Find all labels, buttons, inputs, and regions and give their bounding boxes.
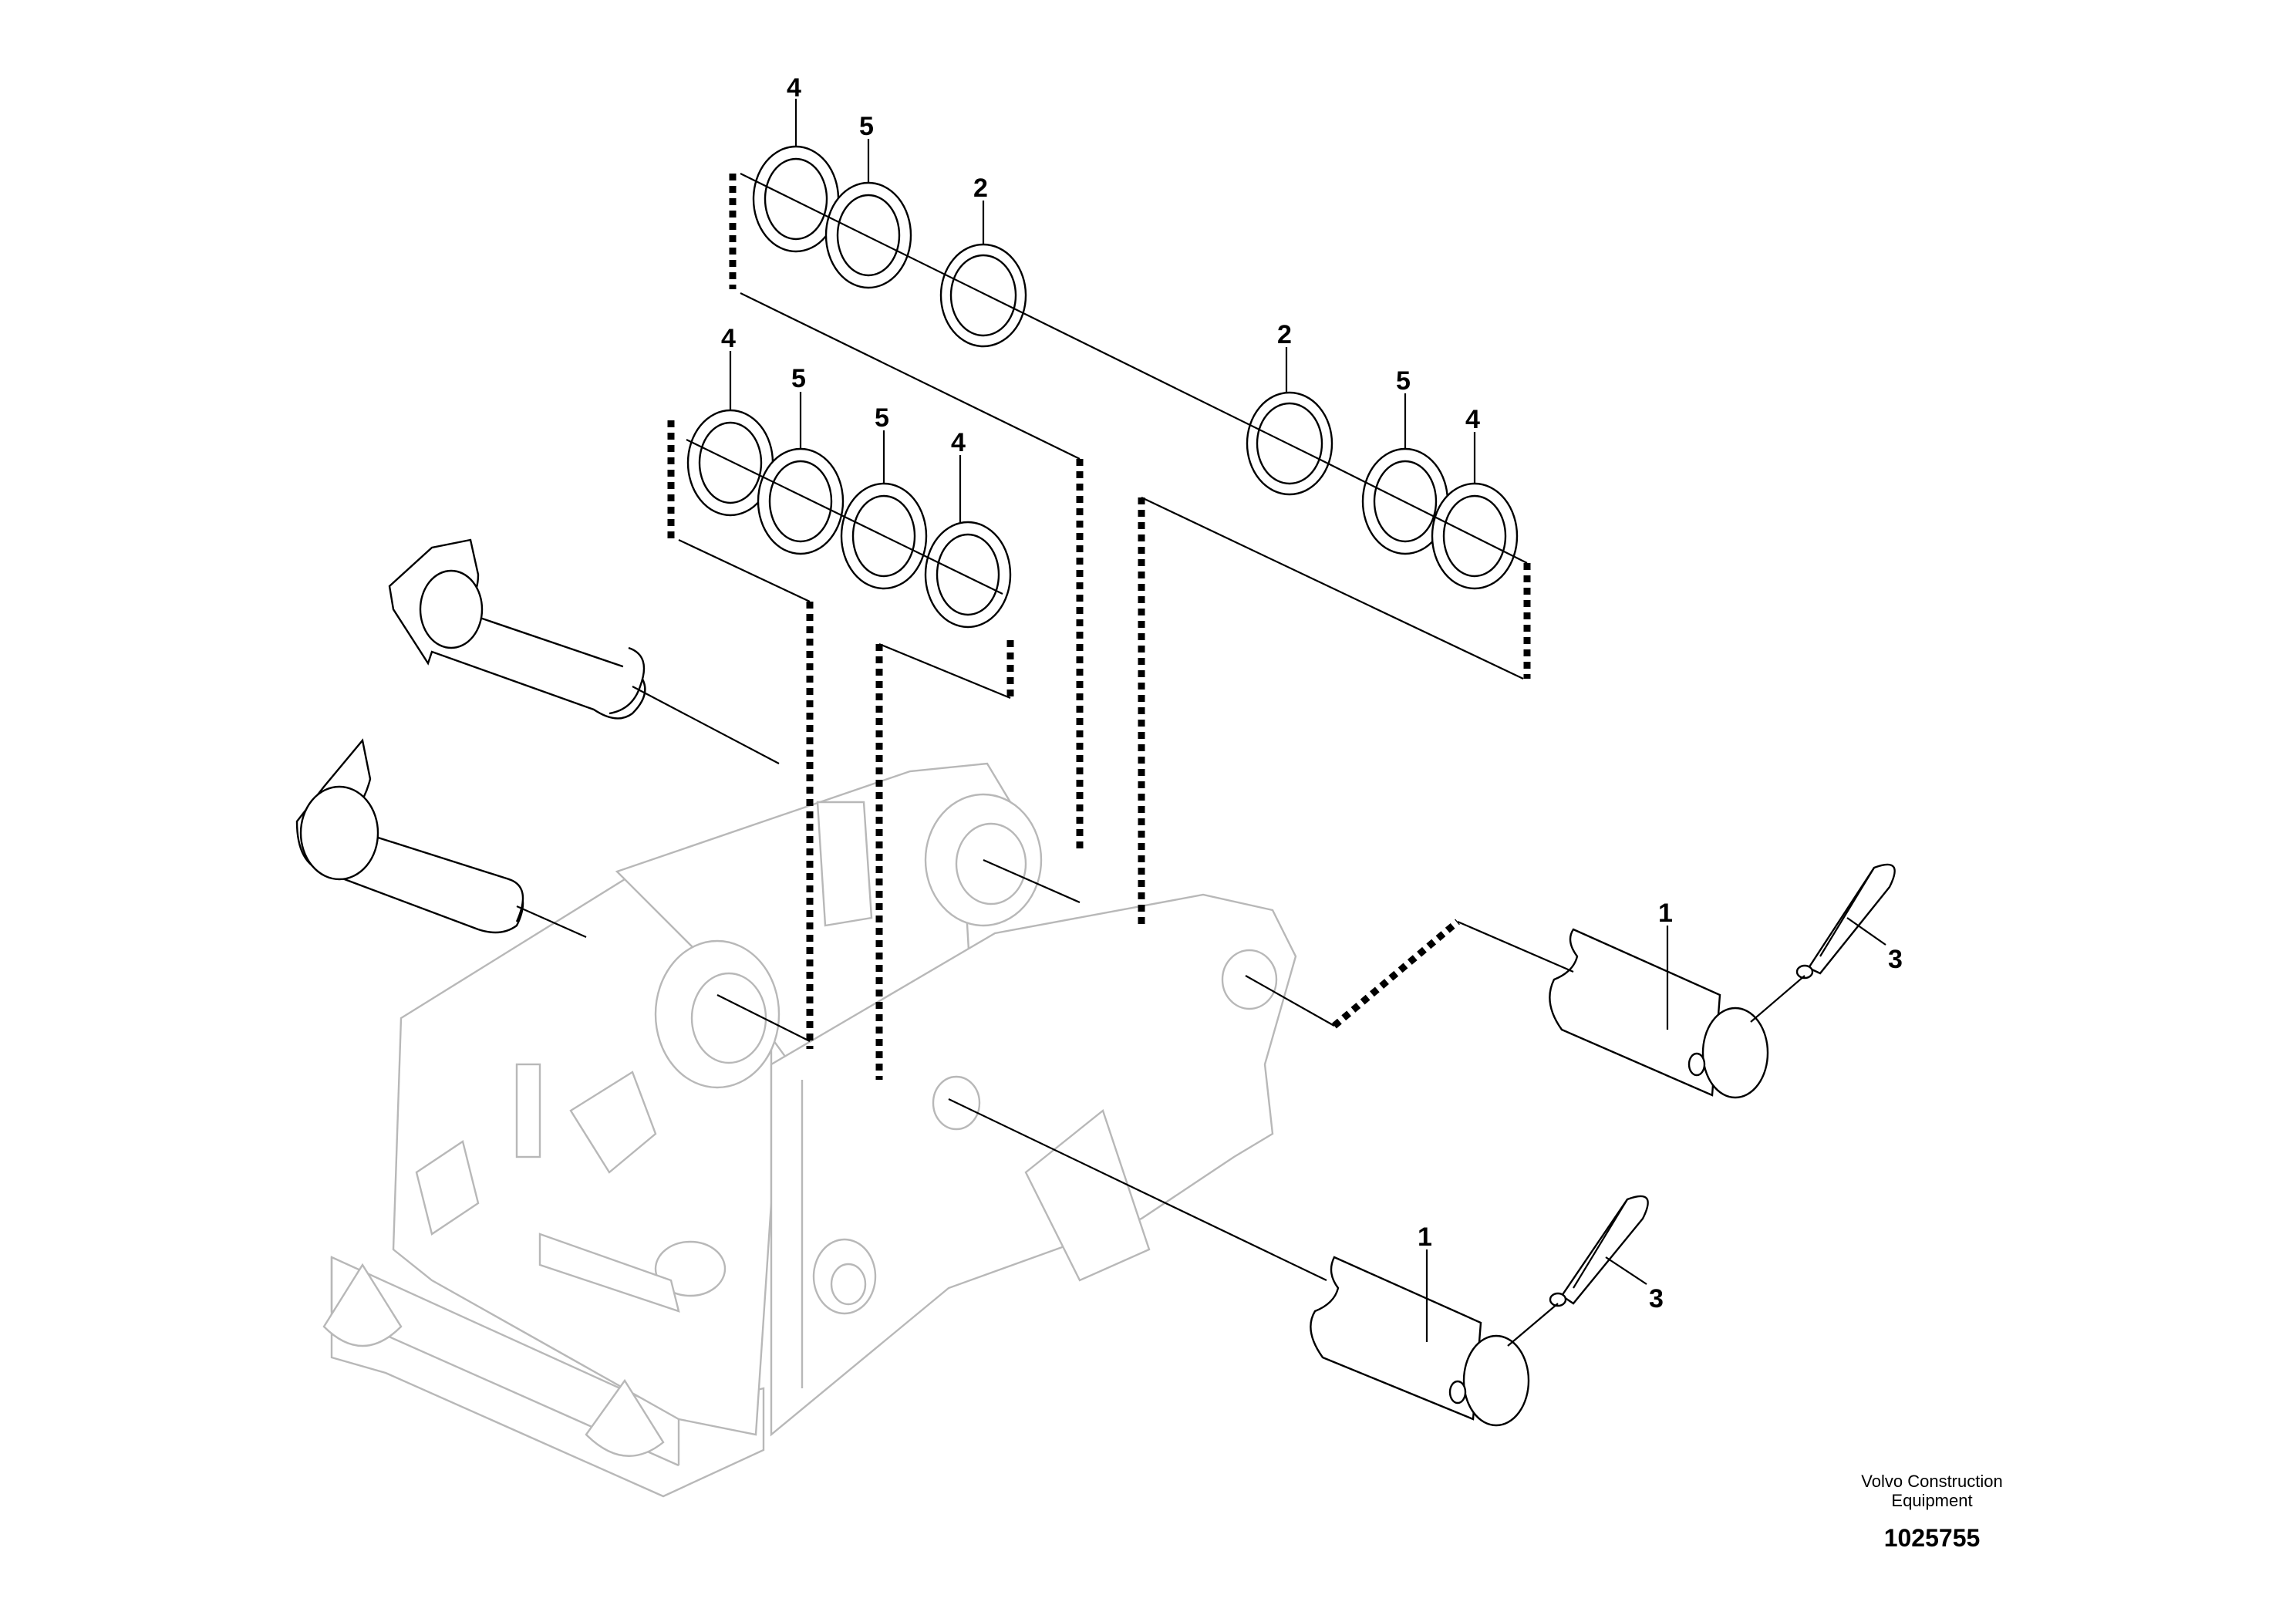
callout-5-top: 5 <box>859 112 874 141</box>
cotter-pin-3-lower <box>1549 1195 1649 1307</box>
assembly-lines <box>516 173 1875 1347</box>
ring-group-middle <box>686 409 1012 629</box>
callout-3-lower: 3 <box>1649 1284 1664 1313</box>
pin-upper-left <box>388 538 646 720</box>
callout-4-top: 4 <box>787 73 801 103</box>
quick-coupler-body <box>322 762 1297 1498</box>
ring-group-right <box>1246 391 1519 590</box>
dashed-connectors <box>667 174 1531 1080</box>
callout-4-right: 4 <box>1465 405 1480 434</box>
manufacturer-name-line1: Volvo Construction <box>1861 1472 2002 1491</box>
pin-1-upper <box>1549 928 1769 1099</box>
document-number: 1025755 <box>1884 1524 1981 1552</box>
callout-2-right: 2 <box>1277 320 1292 349</box>
callout-4-middle-right: 4 <box>951 428 966 457</box>
callout-2-top: 2 <box>973 174 988 203</box>
pin-lower-left <box>295 738 524 934</box>
callout-1-upper: 1 <box>1658 899 1673 928</box>
cotter-pin-3-upper <box>1795 863 1896 980</box>
callout-5-middle-b: 5 <box>875 403 889 433</box>
callout-1-lower: 1 <box>1418 1222 1432 1252</box>
callout-5-right: 5 <box>1396 366 1411 396</box>
callout-leaders <box>729 99 1886 1342</box>
callout-4-middle-left: 4 <box>721 324 736 353</box>
callout-5-middle-a: 5 <box>791 364 806 393</box>
ring-group-top-left <box>752 145 1027 348</box>
callout-3-upper: 3 <box>1888 945 1903 974</box>
pin-1-lower <box>1310 1256 1530 1427</box>
manufacturer-name-line2: Equipment <box>1891 1491 1972 1510</box>
